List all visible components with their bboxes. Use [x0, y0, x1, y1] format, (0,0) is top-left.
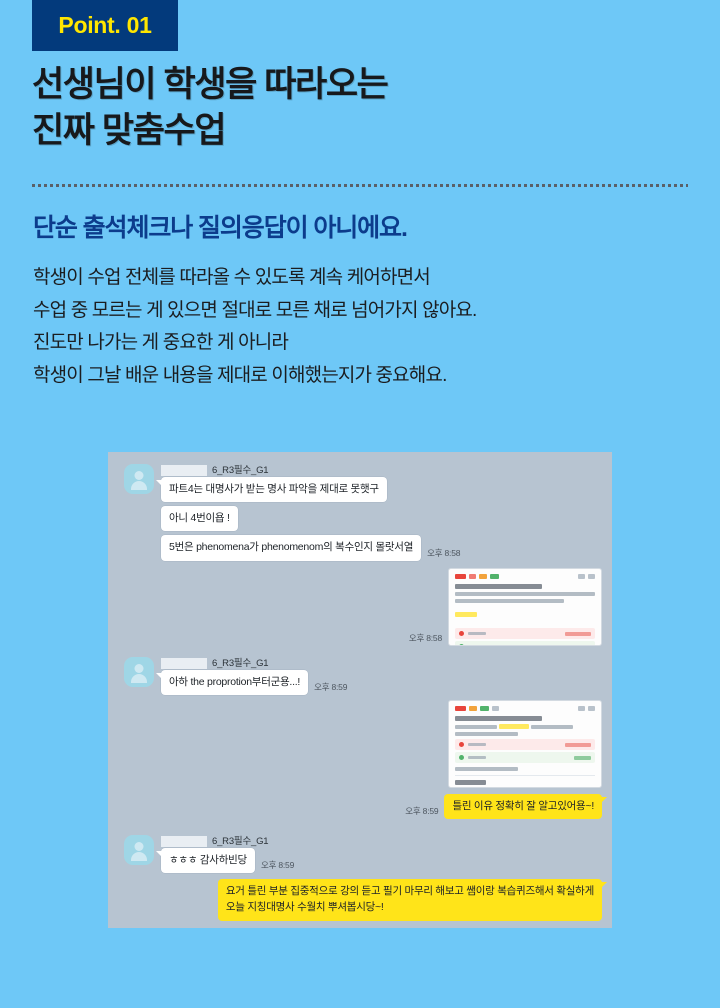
- chat-screenshot-panel: 6_R3필수_G1 파트4는 대명사가 받는 명사 파악을 제대로 못햇구 아니…: [108, 452, 612, 928]
- question-title-text: [455, 584, 542, 589]
- chat-message-line: 5번은 phenomena가 phenomenom의 복수인지 몰랏서열 오후 …: [161, 535, 461, 561]
- point-badge: Point. 01: [32, 0, 178, 51]
- page-title: 선생님이 학생을 따라오는 진짜 맞춤수업: [32, 62, 672, 154]
- quiz-card-tags: [455, 574, 595, 579]
- question-body-row: [455, 724, 595, 729]
- answer-tag: [574, 644, 591, 645]
- message-timestamp: 오후 8:59: [314, 682, 348, 693]
- answer-row-wrong: [455, 739, 595, 750]
- meta-text: [455, 767, 518, 771]
- answer-tag: [565, 631, 591, 636]
- yellow-highlight: [455, 612, 477, 618]
- answer-text: [468, 756, 486, 759]
- tag-chip-green: [490, 574, 499, 579]
- attachment-row: 오후 8:58: [302, 568, 602, 646]
- chat-bubble: 5번은 phenomena가 phenomenom의 복수인지 몰랏서열: [161, 535, 422, 561]
- redacted-name-block: [161, 658, 207, 669]
- sender-name-label: 6_R3필수_G1: [212, 836, 269, 847]
- chat-bubble: 파트4는 대명사가 받는 명사 파악을 제대로 못햇구: [156, 477, 387, 503]
- tag-chip-red-2: [469, 574, 476, 579]
- answer-tag: [574, 755, 591, 760]
- question-title-text: [455, 716, 542, 721]
- chat-bubble-outgoing: 틀린 이유 정확히 잘 알고있어용~!: [444, 794, 607, 820]
- yellow-highlight: [499, 724, 529, 729]
- chat-message-group: 6_R3필수_G1 파트4는 대명사가 받는 명사 파악을 제대로 못햇구 아니…: [124, 464, 460, 561]
- question-body-text: [455, 592, 595, 596]
- body-copy: 학생이 수업 전체를 따라올 수 있도록 계속 케어하면서 수업 중 모르는 게…: [33, 262, 693, 393]
- answer-row-wrong: [455, 628, 595, 639]
- message-timestamp: 오후 8:58: [427, 547, 461, 558]
- sender-block: 6_R3필수_G1 파트4는 대명사가 받는 명사 파악을 제대로 못햇구 아니…: [156, 464, 461, 561]
- avatar: [124, 835, 154, 865]
- chat-bubble: 아니 4번이욥 !: [161, 506, 238, 532]
- tag-chip-grey-3: [588, 706, 595, 711]
- message-timestamp: 오후 8:59: [405, 806, 439, 817]
- body-line-4: 학생이 그날 배운 내용을 제대로 이해했는지가 중요해요.: [33, 365, 447, 387]
- card-divider: [455, 775, 595, 776]
- attachment-timestamp: 오후 8:58: [408, 633, 442, 643]
- chat-message-group: 6_R3필수_G1 아하 the proprotion부터군용...! 오후 8…: [124, 657, 348, 696]
- wrong-icon: [459, 631, 464, 636]
- redacted-name-block: [161, 465, 207, 476]
- question-body-text: [455, 732, 518, 736]
- headline-line-1: 선생님이 학생을 따라오는: [32, 65, 389, 104]
- quiz-result-card[interactable]: [448, 568, 602, 646]
- sender-name: 6_R3필수_G1: [161, 835, 294, 848]
- highlight-row: [455, 606, 595, 624]
- answer-text: [468, 743, 486, 746]
- chat-message-line: ㅎㅎㅎ 감사하빈당 오후 8:59: [156, 848, 295, 874]
- tag-chip-grey: [492, 706, 499, 711]
- message-timestamp: 오후 8:59: [260, 860, 295, 871]
- body-line-1: 학생이 수업 전체를 따라올 수 있도록 계속 케어하면서: [33, 267, 431, 288]
- chat-bubble: ㅎㅎㅎ 감사하빈당: [156, 848, 255, 874]
- chat-bubble-outgoing: 요거 틀린 부분 집중적으로 강의 듣고 필기 마무리 해보고 쌤이랑 복습퀴즈…: [217, 879, 608, 921]
- tag-chip-red: [455, 574, 466, 579]
- attachment-row: ✓: [302, 700, 602, 788]
- correct-icon: [459, 755, 464, 760]
- tag-chip-grey-2: [588, 574, 595, 579]
- point-badge-label: Point. 01: [58, 12, 152, 38]
- sender-name-label: 6_R3필수_G1: [212, 465, 269, 476]
- question-body-text: [455, 724, 497, 729]
- body-line-3: 진도만 나가는 게 중요한 게 아니라: [33, 332, 289, 354]
- chat-message-group: 6_R3필수_G1 ㅎㅎㅎ 감사하빈당 오후 8:59: [124, 835, 295, 874]
- sender-name: 6_R3필수_G1: [161, 657, 347, 670]
- question-body-text: [531, 724, 573, 729]
- sender-block: 6_R3필수_G1 아하 the proprotion부터군용...! 오후 8…: [155, 657, 348, 696]
- dotted-divider: [32, 184, 688, 187]
- subheadline: 단순 출석체크나 질의응답이 아니에요.: [33, 214, 408, 242]
- outgoing-message-row: 요거 틀린 부분 집중적으로 강의 듣고 필기 마무리 해보고 쌤이랑 복습퀴즈…: [182, 879, 608, 921]
- answer-text: [468, 645, 486, 646]
- sender-block: 6_R3필수_G1 ㅎㅎㅎ 감사하빈당 오후 8:59: [156, 835, 295, 874]
- tag-chip-red: [455, 706, 466, 711]
- avatar: [124, 657, 154, 687]
- chat-message-line: 아하 the proprotion부터군용...! 오후 8:59: [155, 670, 348, 696]
- chat-bubble: 아하 the proprotion부터군용...!: [155, 670, 309, 696]
- sender-name-label: 6_R3필수_G1: [212, 658, 269, 669]
- avatar: [124, 464, 154, 494]
- quiz-result-card[interactable]: ✓: [448, 700, 602, 788]
- explanation-title: [455, 780, 486, 785]
- outgoing-message-row: 오후 8:59 틀린 이유 정확히 잘 알고있어용~!: [282, 794, 607, 820]
- quiz-card-tags: [455, 706, 595, 711]
- answer-text: [468, 632, 486, 635]
- tag-chip-green: [480, 706, 489, 711]
- question-body-text: [455, 599, 565, 603]
- redacted-name-block: [161, 836, 207, 847]
- body-line-2: 수업 중 모르는 게 있으면 절대로 모른 채로 넘어가지 않아요.: [33, 299, 477, 321]
- tag-chip-orange: [479, 574, 487, 579]
- answer-row-correct: [455, 641, 595, 646]
- tag-chip-grey: [578, 574, 585, 579]
- correct-icon: [459, 644, 464, 645]
- sender-name: 6_R3필수_G1: [161, 464, 460, 477]
- headline-line-2: 진짜 맞춤수업: [32, 111, 227, 151]
- wrong-icon: [459, 742, 464, 747]
- tag-chip-orange: [469, 706, 477, 711]
- tag-chip-grey-2: [578, 706, 585, 711]
- answer-tag: [565, 742, 591, 747]
- answer-row-correct: [455, 752, 595, 763]
- bubble-stack: 파트4는 대명사가 받는 명사 파악을 제대로 못햇구 아니 4번이욥 ! 5번…: [156, 477, 461, 561]
